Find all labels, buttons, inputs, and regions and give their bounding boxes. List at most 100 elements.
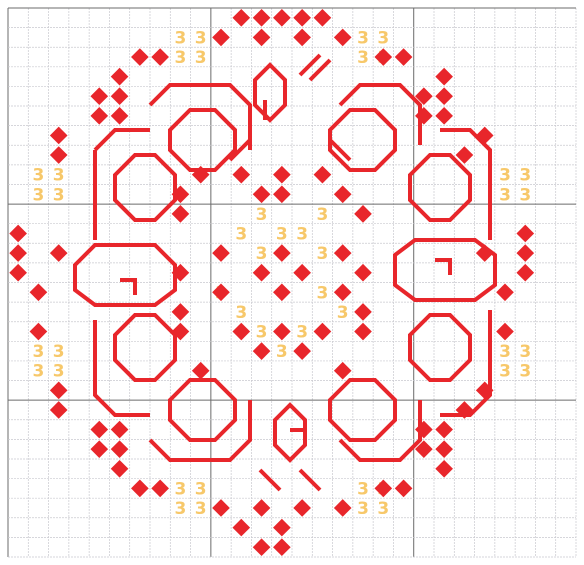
cross-stitch-diamond [415, 421, 433, 439]
cross-stitch-diamond [253, 538, 271, 556]
cross-stitch-diamond [151, 48, 169, 66]
cross-stitch-diamond [516, 264, 534, 282]
cross-stitch-diamond [334, 29, 352, 47]
outline-stitch [170, 380, 235, 440]
cross-stitch-diamond [334, 362, 352, 380]
cross-stitch-diamond [476, 244, 494, 262]
cross-stitch-diamond [90, 440, 108, 458]
symbol-stitch: 3 [317, 244, 329, 264]
cross-stitch-diamond [435, 440, 453, 458]
cross-stitch-diamond [232, 166, 250, 184]
symbol-stitch: 3 [235, 224, 247, 244]
symbol-stitch: 3 [377, 499, 389, 519]
symbol-stitch: 3 [33, 166, 45, 186]
cross-stitch-diamond [395, 480, 413, 498]
cross-stitch-diamond [172, 303, 190, 321]
cross-stitch-diamond [111, 460, 129, 478]
cross-stitch-diamond [111, 68, 129, 86]
symbol-stitch: 3 [296, 323, 308, 343]
cross-stitch-diamond [253, 264, 271, 282]
cross-stitch-diamond [273, 323, 291, 341]
cross-stitch-diamond [50, 401, 68, 419]
cross-stitch-diamond [253, 342, 271, 360]
cross-stitch-diamond [232, 323, 250, 341]
symbol-stitch: 3 [195, 28, 207, 48]
outline-stitch [330, 380, 395, 440]
symbol-stitch: 3 [519, 185, 531, 205]
cross-stitch-diamond [476, 127, 494, 145]
cross-stitch-diamond [496, 283, 514, 301]
symbol-stitch: 3 [296, 224, 308, 244]
cross-stitch-diamond [354, 303, 372, 321]
symbol-stitch: 3 [317, 283, 329, 303]
cross-stitch-diamond [90, 421, 108, 439]
symbol-stitch: 3 [276, 342, 288, 362]
cross-stitch-diamond [314, 9, 332, 27]
symbol-stitch: 3 [195, 499, 207, 519]
cross-stitch-diamond [30, 283, 48, 301]
symbol-stitch: 3 [499, 166, 511, 186]
symbol-stitch: 3 [175, 499, 187, 519]
symbol-stitches: 3333333333333333333333333333333333333333… [33, 28, 532, 519]
cross-stitch-diamond [334, 244, 352, 262]
cross-stitch-diamond [212, 29, 230, 47]
cross-stitch-diamond [232, 519, 250, 537]
cross-stitch-diamond [516, 225, 534, 243]
symbol-stitch: 3 [235, 303, 247, 323]
cross-stitch-diamond [273, 244, 291, 262]
symbol-stitch: 3 [33, 362, 45, 382]
cross-stitch-diamond [273, 166, 291, 184]
cross-stitch-diamond [516, 244, 534, 262]
cross-stitch-diamond [9, 225, 27, 243]
cross-stitch-diamond [232, 9, 250, 27]
chart-grid [8, 8, 576, 557]
cross-stitch-diamond [435, 87, 453, 105]
symbol-stitch: 3 [256, 323, 268, 343]
symbol-stitch: 3 [519, 166, 531, 186]
cross-stitch-diamond [293, 499, 311, 517]
cross-stitch-diamond [273, 519, 291, 537]
cross-stitch-diamond [50, 146, 68, 164]
cross-stitch-diamond [354, 264, 372, 282]
cross-stitch-diamond [435, 421, 453, 439]
cross-stitch-diamond [212, 499, 230, 517]
cross-stitch-diamond [90, 87, 108, 105]
cross-stitch-diamond [354, 323, 372, 341]
cross-stitch-diamond [435, 68, 453, 86]
symbol-stitch: 3 [357, 28, 369, 48]
symbol-stitch: 3 [33, 342, 45, 362]
cross-stitch-diamond [435, 460, 453, 478]
cross-stitch-diamond [111, 440, 129, 458]
cross-stitch-diamond [30, 323, 48, 341]
cross-stitch-diamond [354, 205, 372, 223]
cross-stitch-diamond [415, 107, 433, 125]
cross-stitch-diamond [293, 9, 311, 27]
outline-stitch [95, 130, 490, 240]
cross-stitch-diamond [111, 87, 129, 105]
outline-stitch [255, 65, 285, 120]
cross-stitch-diamond [111, 421, 129, 439]
symbol-stitch: 3 [53, 166, 65, 186]
cross-stitch-diamond [90, 107, 108, 125]
outline-stitch [170, 110, 235, 170]
cross-stitch-diamond [334, 499, 352, 517]
symbol-stitch: 3 [256, 244, 268, 264]
symbol-stitch: 3 [499, 185, 511, 205]
outline-stitch [330, 110, 395, 170]
cross-stitch-diamond [273, 283, 291, 301]
cross-stitch-diamond [50, 382, 68, 400]
cross-stitch-diamond [192, 362, 210, 380]
symbol-stitch: 3 [317, 205, 329, 225]
cross-stitch-diamond [50, 127, 68, 145]
outline-stitch [75, 245, 175, 305]
symbol-stitch: 3 [53, 185, 65, 205]
symbol-stitch: 3 [175, 479, 187, 499]
cross-stitch-diamond [131, 48, 149, 66]
symbol-stitch: 3 [519, 342, 531, 362]
symbol-stitch: 3 [499, 342, 511, 362]
cross-stitch-diamond [253, 185, 271, 203]
cross-stitch-diamond [334, 185, 352, 203]
cross-stitch-diamond [151, 480, 169, 498]
cross-stitch-diamond [334, 283, 352, 301]
